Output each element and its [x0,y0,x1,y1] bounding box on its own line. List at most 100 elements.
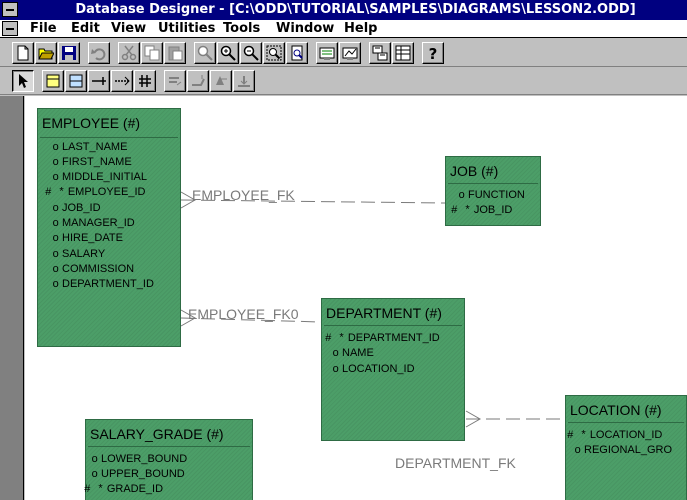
attribute-row: # *GRADE_ID [84,483,164,496]
align-center-button[interactable] [210,70,232,92]
table-view-button[interactable] [392,42,414,64]
svg-text:?: ? [429,45,438,61]
drawing-toolbar [0,67,687,95]
generate-ddl-button[interactable] [316,42,338,64]
print-preview-button[interactable] [286,42,308,64]
menu-edit[interactable]: Edit [71,21,100,36]
cut-icon [121,45,137,61]
standard-toolbar: ? [0,39,687,67]
zoom-fit-button[interactable] [194,42,216,64]
table-tool-icon [46,74,60,88]
zoom-in-button[interactable] [217,42,239,64]
entity-divider [448,183,538,184]
copy-button[interactable] [141,42,163,64]
menu-bar: File Edit View Utilities Tools Window He… [0,20,687,38]
employee-fk0-crowsfoot [180,309,197,327]
reverse-engineer-button[interactable] [339,42,361,64]
save-button[interactable] [58,42,80,64]
system-menu-button[interactable] [2,2,18,17]
menu-help[interactable]: Help [344,21,378,36]
open-icon [38,48,54,60]
document-system-menu-button[interactable] [2,21,18,36]
help-icon: ? [429,45,438,61]
menu-view[interactable]: View [111,21,147,36]
open-button[interactable] [35,42,57,64]
attribute-row: # *JOB_ID [451,204,513,217]
relationship-label-employee-fk[interactable]: EMPLOYEE_FK [192,187,295,203]
menu-file[interactable]: File [30,21,57,36]
zoom-select-icon [266,45,282,61]
window-title: Database Designer - [C:\ODD\TUTORIAL\SAM… [75,2,636,17]
entity-divider [324,325,462,326]
new-button[interactable] [12,42,34,64]
align-top-button[interactable] [187,70,209,92]
attribute-row: # *LOCATION_ID [567,429,663,442]
undo-button[interactable] [88,42,110,64]
index-tool-icon [139,75,151,87]
paste-icon [168,46,183,61]
table-tool-button[interactable] [42,70,64,92]
diagram-canvas[interactable]: EMPLOYEE_FK EMPLOYEE_FK0 DEPARTMENT_FK E… [25,96,687,500]
index-tool-button[interactable] [134,70,156,92]
menu-tools[interactable]: Tools [223,21,261,36]
optional-relationship-tool-button[interactable] [111,70,133,92]
save-icon [62,46,76,60]
help-button[interactable]: ? [422,42,444,64]
relationship-label-department-fk[interactable]: DEPARTMENT_FK [395,455,516,471]
optional-relationship-tool-icon [115,76,130,86]
entity-title: DEPARTMENT (#) [326,305,442,321]
view-tool-icon [69,74,83,88]
menu-utilities[interactable]: Utilities [158,21,216,36]
entity-title: LOCATION (#) [570,402,662,418]
print-preview-icon [291,45,303,61]
attribute-row: # *EMPLOYEE_ID [45,186,146,199]
align-left-button[interactable] [164,70,186,92]
diagram-view-button[interactable] [369,42,391,64]
entity-title: EMPLOYEE (#) [42,115,141,131]
relationship-tool-button[interactable] [88,70,110,92]
undo-icon [91,48,106,61]
zoom-select-button[interactable] [263,42,285,64]
new-icon [17,45,29,61]
cut-button[interactable] [118,42,140,64]
align-size-button[interactable] [233,70,255,92]
entity-title: JOB (#) [450,163,499,179]
align-center-icon [216,76,227,85]
generate-ddl-icon [319,47,335,60]
table-view-icon [395,45,411,61]
view-tool-button[interactable] [65,70,87,92]
select-tool-button[interactable] [12,70,34,92]
entity-divider [40,137,178,138]
employee-fk0-line [180,317,322,323]
employee-fk-line [180,199,446,204]
employee-fk-crowsfoot [180,191,197,209]
relationship-lines [180,191,565,428]
select-arrow-icon [19,74,28,88]
relationship-label-employee-fk0[interactable]: EMPLOYEE_FK0 [188,306,299,322]
left-ruler-gutter [0,96,24,500]
zoom-fit-icon [197,45,213,61]
paste-button[interactable] [164,42,186,64]
menu-window[interactable]: Window [276,21,335,36]
zoom-out-button[interactable] [240,42,262,64]
attribute-row: # *DEPARTMENT_ID [325,332,440,345]
entity-divider [568,422,684,423]
align-size-icon [238,76,250,87]
